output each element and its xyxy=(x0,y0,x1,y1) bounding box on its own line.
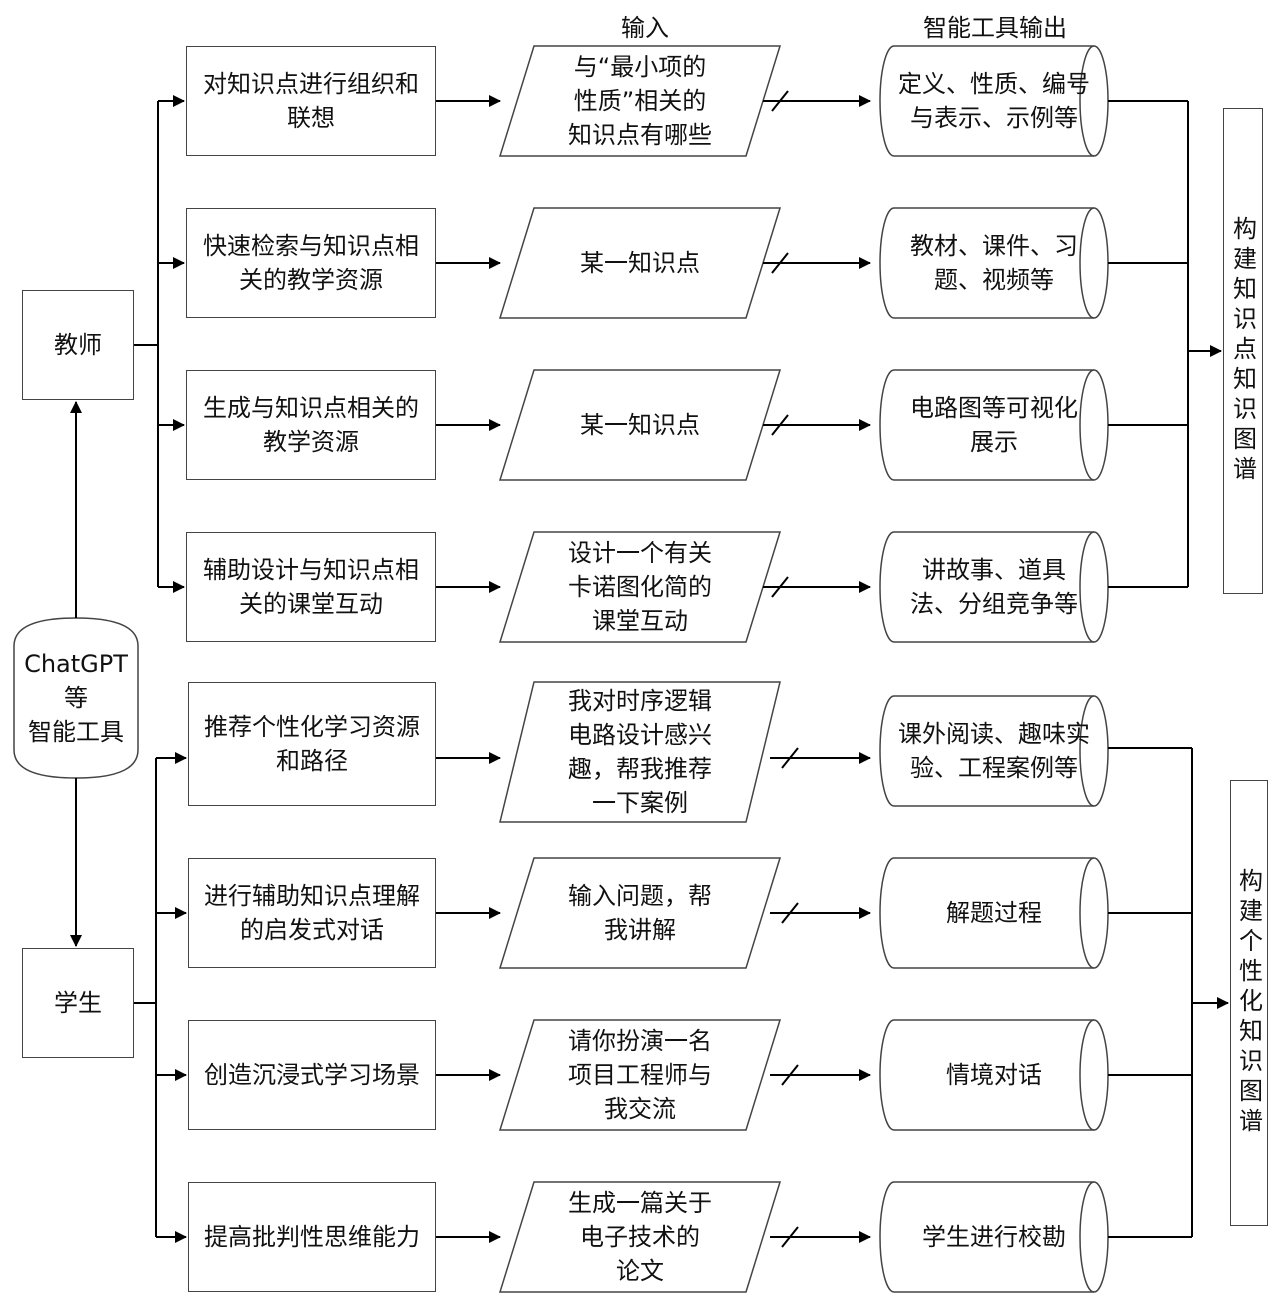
output-cylinder xyxy=(879,369,1109,481)
input-parallelogram xyxy=(498,531,782,643)
student-summary-box: 构建个性化知识图谱 xyxy=(1230,780,1268,1226)
student-input-4: 生成一篇关于 电子技术的 论文 xyxy=(568,1189,712,1285)
teacher-input-1: 与“最小项的 性质”相关的 知识点有哪些 xyxy=(568,53,712,149)
teacher-output-1: 定义、性质、编号 与表示、示例等 xyxy=(898,70,1090,132)
student-input-2: 输入问题，帮 我讲解 xyxy=(568,882,712,944)
input-parallelogram xyxy=(498,1019,782,1131)
teacher-summary-box: 构建知识点知识图谱 xyxy=(1223,108,1263,594)
teacher-node: 教师 xyxy=(22,290,134,400)
input-parallelogram xyxy=(498,857,782,969)
input-parallelogram xyxy=(499,681,781,823)
student-task-1: 推荐个性化学习资源 和路径 xyxy=(188,682,436,806)
teacher-task-1: 对知识点进行组织和 联想 xyxy=(186,46,436,156)
slash-mark xyxy=(771,576,789,598)
teacher-summary-label: 构建知识点知识图谱 xyxy=(1228,216,1257,486)
chatgpt-tool-node: ChatGPT等 智能工具 xyxy=(14,618,138,778)
output-cylinder xyxy=(879,531,1109,643)
student-input-1: 我对时序逻辑 电路设计感兴 趣，帮我推荐 一下案例 xyxy=(568,687,712,817)
slash-mark xyxy=(781,1226,799,1248)
tool-oval-outline xyxy=(13,617,139,779)
slash-mark xyxy=(781,1064,799,1086)
student-output-3: 情境对话 xyxy=(946,1061,1042,1089)
student-task-4: 提高批判性思维能力 xyxy=(188,1182,436,1292)
output-cylinder xyxy=(879,45,1109,157)
slash-mark xyxy=(771,252,789,274)
student-node: 学生 xyxy=(22,948,134,1058)
student-label: 学生 xyxy=(54,989,102,1017)
student-summary-label: 构建个性化知识图谱 xyxy=(1234,868,1263,1138)
student-output-2: 解题过程 xyxy=(946,899,1042,927)
teacher-input-3: 某一知识点 xyxy=(580,411,700,439)
student-input-3: 请你扮演一名 项目工程师与 我交流 xyxy=(568,1027,712,1123)
output-cylinder xyxy=(879,1181,1109,1293)
input-parallelogram xyxy=(498,45,782,157)
output-cylinder xyxy=(879,1019,1109,1131)
slash-mark xyxy=(771,90,789,112)
shape-outlines xyxy=(13,45,1109,1293)
teacher-task-4: 辅助设计与知识点相 关的课堂互动 xyxy=(186,532,436,642)
teacher-input-2: 某一知识点 xyxy=(580,249,700,277)
input-parallelogram xyxy=(498,207,782,319)
student-task-3: 创造沉浸式学习场景 xyxy=(188,1020,436,1130)
slash-mark xyxy=(781,747,799,769)
output-cylinder xyxy=(879,857,1109,969)
output-cylinder xyxy=(879,207,1109,319)
student-output-4: 学生进行校勘 xyxy=(922,1223,1066,1251)
input-parallelogram xyxy=(498,1181,782,1293)
output-cylinder xyxy=(879,695,1109,807)
teacher-output-2: 教材、课件、习 题、视频等 xyxy=(910,232,1078,294)
chatgpt-tool-label: ChatGPT等 智能工具 xyxy=(24,650,128,746)
teacher-task-2: 快速检索与知识点相 关的教学资源 xyxy=(186,208,436,318)
student-output-1: 课外阅读、趣味实 验、工程案例等 xyxy=(898,720,1090,782)
connectors xyxy=(70,90,1229,1248)
input-column-header: 输入 xyxy=(621,14,669,42)
slash-mark xyxy=(781,902,799,924)
teacher-output-3: 电路图等可视化 展示 xyxy=(910,394,1078,456)
slash-mark xyxy=(771,414,789,436)
teacher-task-3: 生成与知识点相关的 教学资源 xyxy=(186,370,436,480)
teacher-output-4: 讲故事、道具 法、分组竞争等 xyxy=(910,556,1078,618)
output-column-header: 智能工具输出 xyxy=(923,14,1067,42)
student-task-2: 进行辅助知识点理解 的启发式对话 xyxy=(188,858,436,968)
teacher-input-4: 设计一个有关 卡诺图化简的 课堂互动 xyxy=(568,539,712,635)
teacher-label: 教师 xyxy=(54,331,102,359)
input-parallelogram xyxy=(498,369,782,481)
